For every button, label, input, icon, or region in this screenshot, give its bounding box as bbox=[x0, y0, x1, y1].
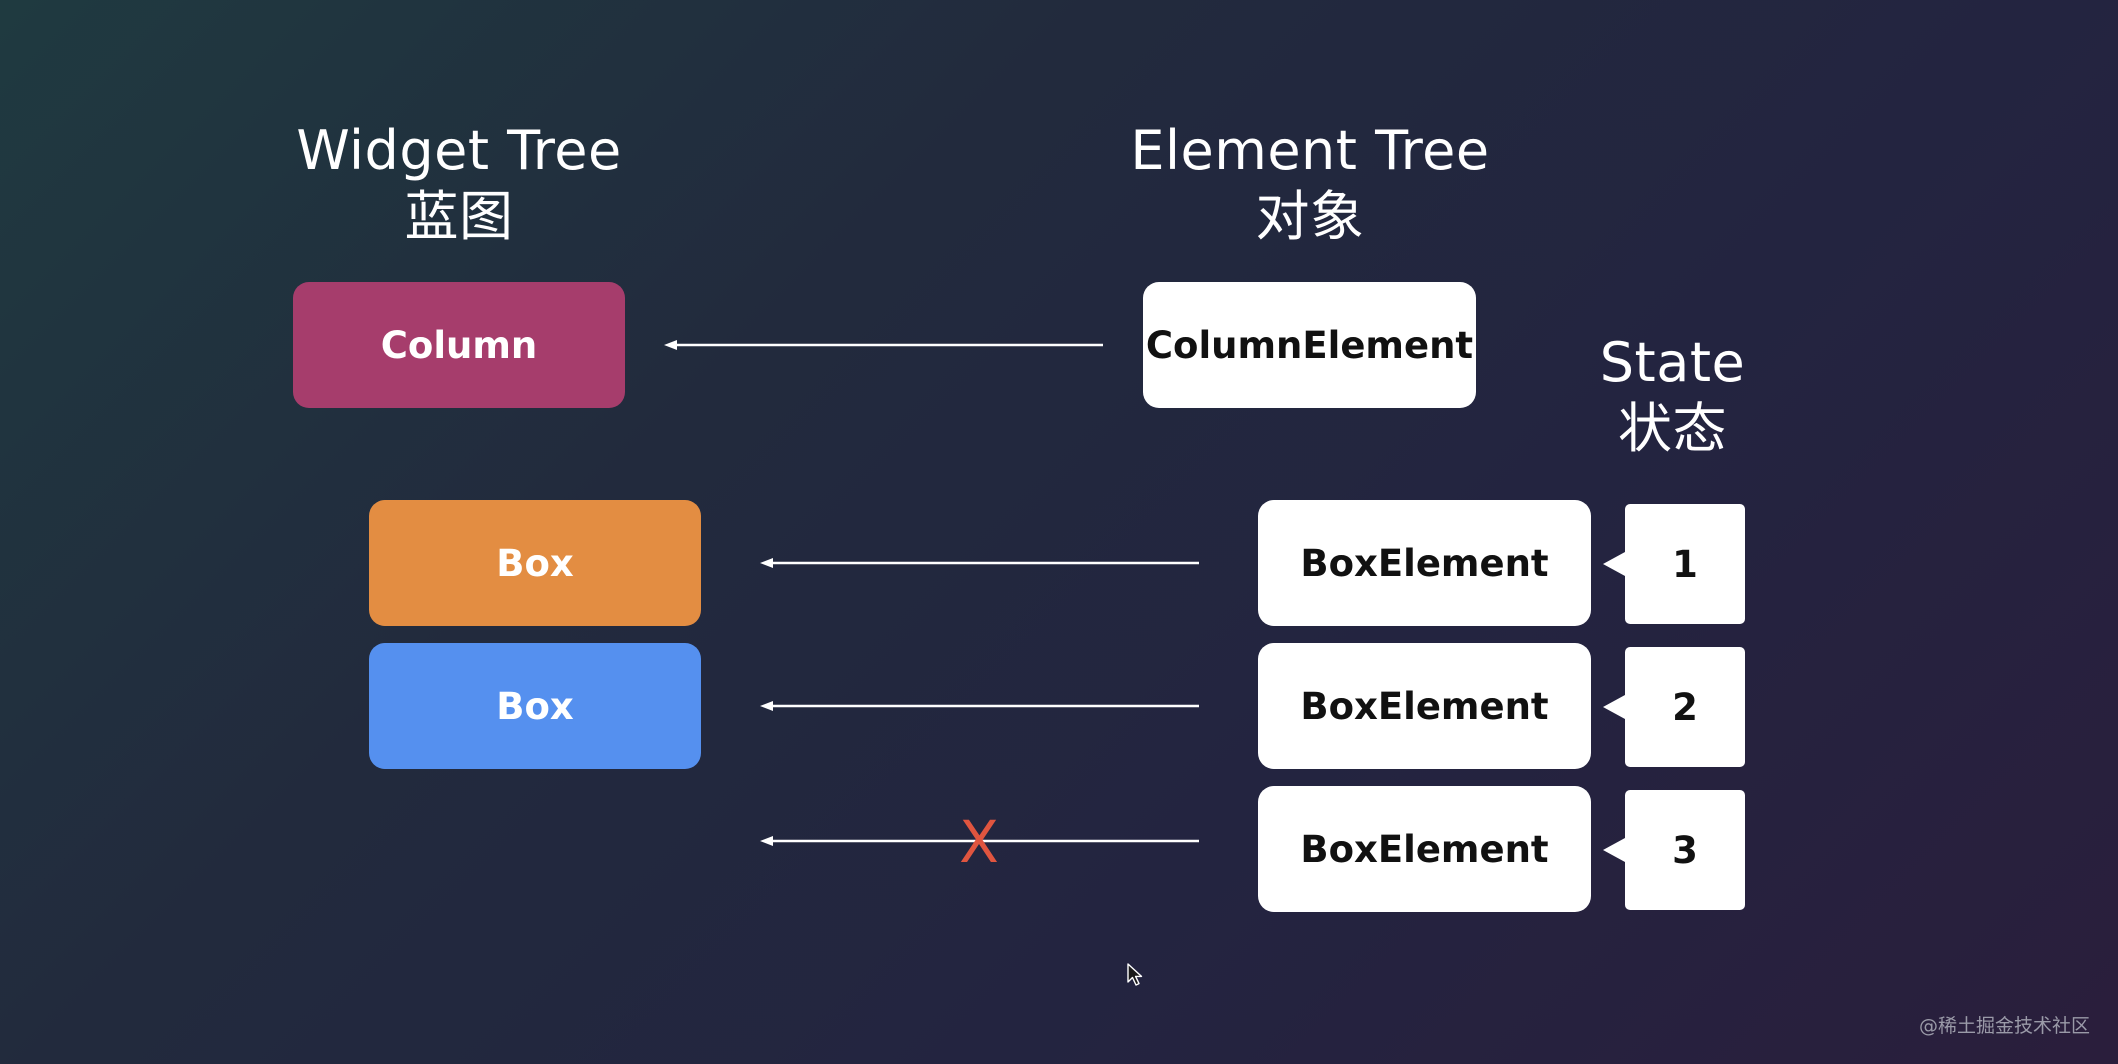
mouse-cursor-icon bbox=[1127, 963, 1143, 986]
box-element-node-1: BoxElement bbox=[1258, 500, 1591, 626]
column-element-node: ColumnElement bbox=[1143, 282, 1476, 408]
arrow-column bbox=[664, 340, 1103, 350]
box-widget-node-1: Box bbox=[369, 500, 701, 626]
box-element-node-2: BoxElement bbox=[1258, 643, 1591, 769]
box-widget-node-2: Box bbox=[369, 643, 701, 769]
arrow-box-1 bbox=[760, 558, 1199, 568]
widget-tree-heading: Widget Tree 蓝图 bbox=[285, 118, 633, 250]
element-tree-subtitle: 对象 bbox=[1255, 184, 1365, 248]
state-title: State bbox=[1599, 331, 1746, 394]
state-box-2: 2 bbox=[1603, 647, 1745, 767]
state-subtitle: 状态 bbox=[1618, 396, 1727, 460]
state-heading: State 状态 bbox=[1570, 330, 1775, 462]
element-tree-heading: Element Tree 对象 bbox=[1110, 118, 1510, 250]
arrow-box-2 bbox=[760, 701, 1199, 711]
watermark: @稀土掘金技术社区 bbox=[1918, 1015, 2090, 1037]
state-box-3: 3 bbox=[1603, 790, 1745, 910]
broken-link-cross: X bbox=[959, 808, 999, 876]
widget-tree-title: Widget Tree bbox=[296, 119, 622, 182]
state-box-1: 1 bbox=[1603, 504, 1745, 624]
element-tree-title: Element Tree bbox=[1130, 119, 1490, 182]
widget-tree-subtitle: 蓝图 bbox=[404, 184, 514, 248]
box-element-node-3: BoxElement bbox=[1258, 786, 1591, 912]
column-widget-node: Column bbox=[293, 282, 625, 408]
